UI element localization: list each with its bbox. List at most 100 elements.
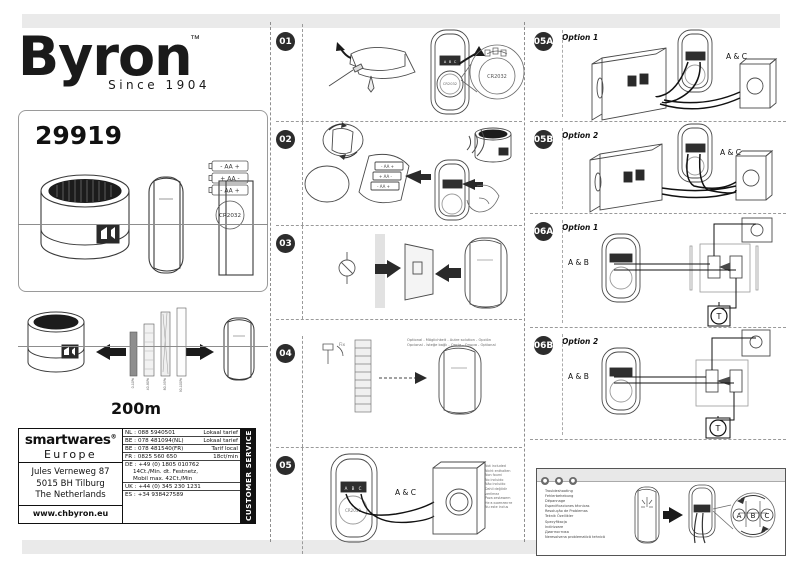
phone-country: BE : xyxy=(125,445,137,452)
column-divider-right xyxy=(524,22,525,542)
dial-option-b: B xyxy=(751,512,756,520)
trademark-symbol: ™ xyxy=(190,34,200,45)
phone-country: BE : xyxy=(125,437,137,444)
svg-text:+ AA -: + AA - xyxy=(379,174,392,179)
svg-text:+ AA -: + AA - xyxy=(220,176,239,183)
phone-tariff: Lokaal tarief xyxy=(203,429,238,436)
phone-country: FR : xyxy=(125,453,136,460)
phone-number: 078 481540(FR) xyxy=(138,445,184,452)
step-content xyxy=(302,226,522,319)
phone-tariff: Lokaal tarief xyxy=(203,437,238,444)
product-card: 29919 xyxy=(18,110,268,292)
step-03: 03 xyxy=(276,226,522,320)
phone-tariff: Tarif local xyxy=(211,445,238,452)
address-line-2: 5015 BH Tilburg xyxy=(36,478,105,489)
phone-tariff: 18ct/min xyxy=(213,453,238,460)
middle-column-steps: 01 xyxy=(276,24,525,554)
terminal-label-ab: A & B xyxy=(568,258,589,267)
option-badge: 05B xyxy=(534,130,553,149)
brand-name: Byron xyxy=(18,25,193,88)
phone-row: BE : 078 481094(NL) Lokaal tarief xyxy=(123,437,240,445)
not-included-note: Not included Nicht enthalten Non fourni … xyxy=(485,464,513,510)
option-06B-illustration: T xyxy=(601,329,771,439)
battery-callouts: - AA + + AA - - AA + CR2032 xyxy=(208,160,249,230)
product-illustration xyxy=(40,174,254,276)
phone-row: BE : 078 481540(FR) Tarif local xyxy=(123,445,240,453)
phone-note: 14Ct./Min. dt. Festnetz, xyxy=(133,468,199,475)
terminal-label-ac: A & C xyxy=(720,148,741,157)
option-title: Option 2 xyxy=(562,131,599,140)
svg-text:- AA +: - AA + xyxy=(220,188,239,195)
step-02: 02 xyxy=(276,122,522,226)
customer-service-label: CUSTOMER SERVICE xyxy=(243,430,253,522)
svg-text:CR2032: CR2032 xyxy=(345,508,361,513)
option-title: Option 1 xyxy=(562,33,599,42)
step-05: 05 Not included Nicht enthalten Non four… xyxy=(276,448,522,554)
troubleshooting-languages: Troubleshooting Fehlerbehebung Dépannage… xyxy=(545,489,606,539)
svg-text:- AA +: - AA + xyxy=(377,184,390,189)
option-badge: 06B xyxy=(534,336,553,355)
range-illustration xyxy=(27,307,255,381)
dial-option-a: A xyxy=(737,512,742,520)
step-04-illustration: Fix xyxy=(322,339,482,415)
step-badge: 03 xyxy=(276,234,295,253)
material-label-0: 0-10% xyxy=(131,378,135,389)
option-title: Option 2 xyxy=(562,337,599,346)
phone-row: FR : 0825 560 650 18ct/min xyxy=(123,453,240,461)
language-dot-icon: ● xyxy=(568,477,577,485)
dial-option-c: C xyxy=(765,512,770,520)
svg-text:CR2032: CR2032 xyxy=(219,213,241,219)
smartwares-logo: smartwares® Europe xyxy=(19,429,122,463)
phone-country: NL : xyxy=(125,429,136,436)
phone-country: DE : xyxy=(125,461,137,468)
website-link[interactable]: www.chbyron.eu xyxy=(32,509,109,518)
wiring-option-05B: 05B Option 2 A & C xyxy=(530,122,786,214)
svg-text:Fix: Fix xyxy=(339,342,346,348)
svg-text:- AA +: - AA + xyxy=(381,164,394,169)
brand-tagline: Since 1904 xyxy=(108,78,210,92)
registered-mark: ® xyxy=(110,433,117,441)
language-dot-icon: ● xyxy=(541,477,549,485)
company-block: smartwares® Europe Jules Verneweg 87 501… xyxy=(19,429,123,523)
svg-text:CR2032: CR2032 xyxy=(443,82,457,86)
step-badge: 04 xyxy=(276,344,295,363)
step-badge: 05 xyxy=(276,456,295,475)
step-content: Not included Nicht enthalten Non fourni … xyxy=(302,448,522,554)
company-region: Europe xyxy=(43,448,98,461)
column-divider-left xyxy=(270,22,271,542)
option-05B-illustration xyxy=(589,123,774,213)
option-title: Option 1 xyxy=(562,223,599,232)
transformer-label: T xyxy=(715,424,721,433)
step-02-illustration: - AA + + AA - - AA + xyxy=(304,122,512,221)
top-gray-band xyxy=(22,14,780,28)
option-06A-illustration: T xyxy=(601,217,773,327)
wiring-option-06A: 06A Option 1 A & B xyxy=(530,214,786,328)
phone-number: +34 938427589 xyxy=(137,491,184,498)
terminal-label-ac: A & C xyxy=(395,488,416,497)
brand-block: Byron ™ Since 1904 xyxy=(18,28,268,106)
material-label-2: 80-95% xyxy=(163,378,167,391)
phone-number: 0825 560 650 xyxy=(137,453,177,460)
phone-country: UK : xyxy=(125,483,137,490)
option-badge: 06A xyxy=(534,222,553,241)
phone-row: NL : 088 5940501 Lokaal tarief xyxy=(123,429,240,437)
step-content: - AA + + AA - - AA + xyxy=(302,122,522,225)
step-badge: 02 xyxy=(276,130,295,149)
phone-row: ES : +34 938427589 xyxy=(123,491,240,498)
troubleshooting-header: ● ● ● xyxy=(537,469,785,485)
troubleshooting-illustration: A B C xyxy=(634,484,776,544)
right-column-wiring: 05A Option 1 A & C xyxy=(530,24,786,556)
company-name: smartwares xyxy=(24,432,111,448)
material-label-1: 40-80% xyxy=(146,378,150,391)
phone-row: DE : +49 (0) 1805 010762 xyxy=(123,461,240,468)
svg-text:C: C xyxy=(359,486,362,491)
phone-number: +44 (0) 345 230 1231 xyxy=(138,483,201,490)
svg-text:C: C xyxy=(454,60,457,64)
company-address: Jules Verneweg 87 5015 BH Tilburg The Ne… xyxy=(19,463,122,506)
terminal-label-ab: A & B xyxy=(568,372,589,381)
svg-text:B: B xyxy=(352,486,355,491)
